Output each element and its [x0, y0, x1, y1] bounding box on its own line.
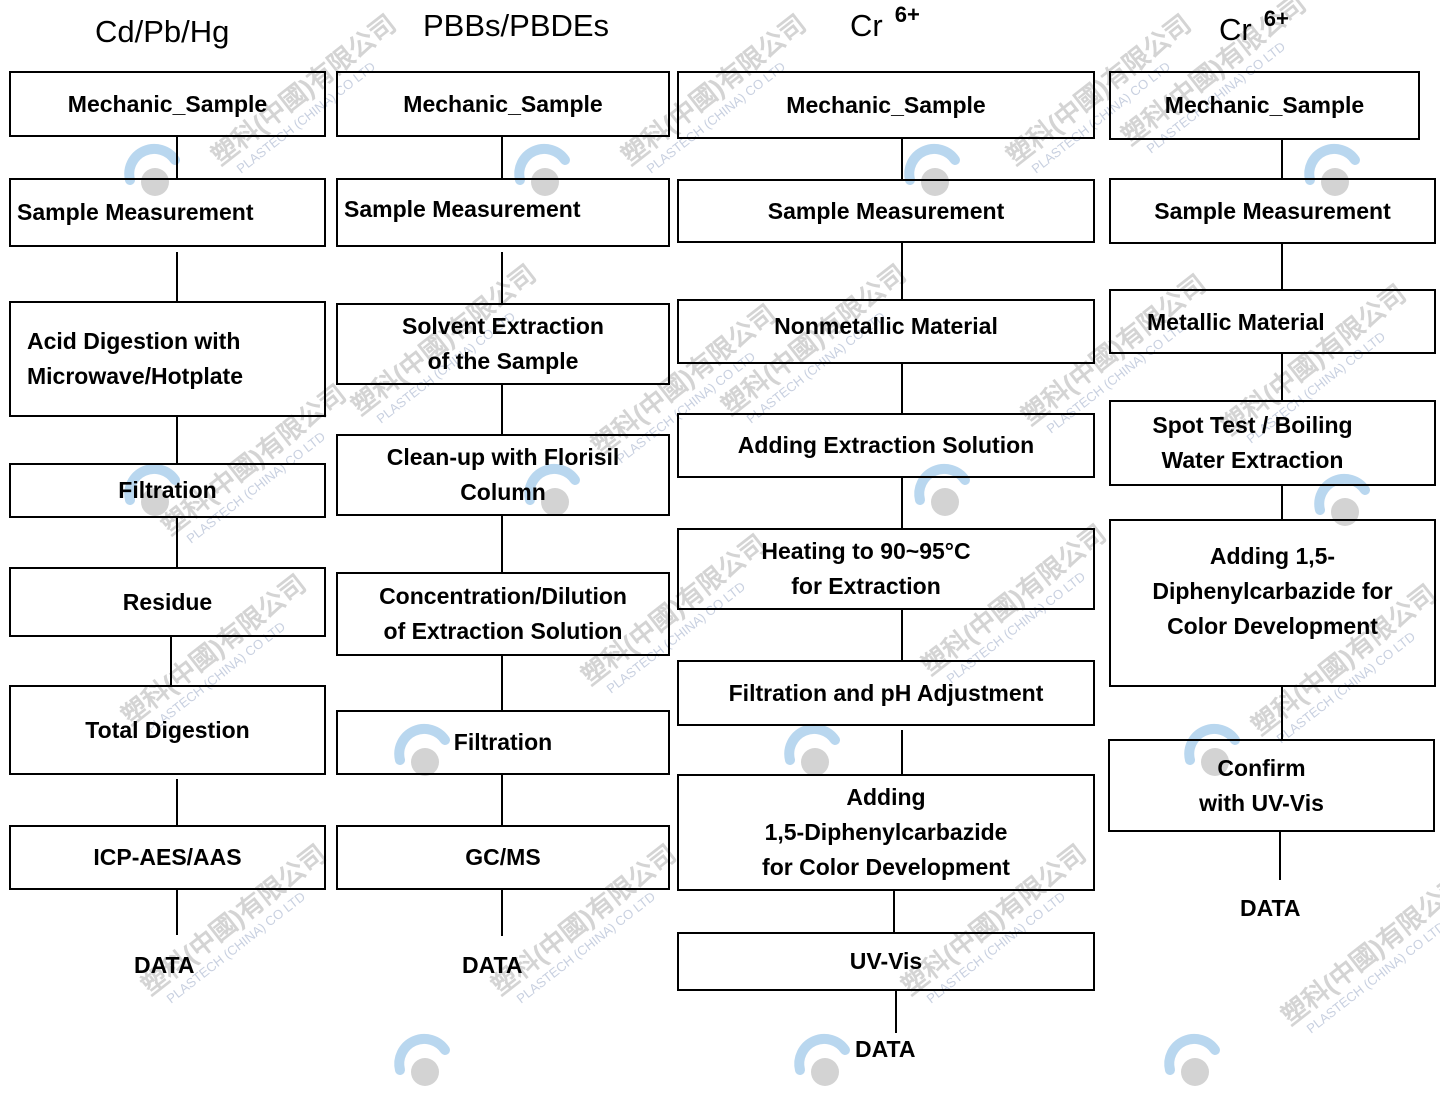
column-title-text: Cr: [850, 8, 883, 43]
connector-line: [1279, 832, 1281, 880]
data-output-label: DATA: [1240, 895, 1301, 921]
step-box: UV-Vis: [677, 932, 1095, 991]
watermark-subtext: PLASTECH (CHINA) CO LTD: [163, 888, 309, 1007]
connector-line: [1281, 486, 1283, 519]
connector-line: [501, 775, 503, 825]
connector-line: [501, 516, 503, 572]
column-title-cr6-metallic: Cr 6+: [1219, 6, 1289, 48]
watermark-logo-icon: [1160, 1030, 1230, 1105]
watermark-text: 塑科(中國)有限公司: [1275, 868, 1440, 1031]
connector-line: [501, 137, 503, 178]
connector-line: [170, 637, 172, 685]
connector-line: [901, 364, 903, 413]
step-box: Mechanic_Sample: [677, 71, 1095, 139]
step-box: Nonmetallic Material: [677, 299, 1095, 364]
step-box: Adding Extraction Solution: [677, 413, 1095, 478]
step-box: ICP-AES/AAS: [9, 825, 326, 890]
watermark-logo-icon: [790, 1030, 860, 1105]
watermark-subtext: PLASTECH (CHINA) CO LTD: [513, 888, 659, 1007]
step-box: Sample Measurement: [9, 178, 326, 247]
step-box: Heating to 90~95°C for Extraction: [677, 528, 1095, 610]
data-output-label: DATA: [462, 952, 523, 978]
connector-line: [893, 891, 895, 932]
connector-line: [501, 890, 503, 936]
step-box: Concentration/Dilution of Extraction Sol…: [336, 572, 670, 656]
column-title-cr6-nonmetallic: Cr 6+: [850, 2, 920, 44]
step-box: Solvent Extraction of the Sample: [336, 303, 670, 385]
connector-line: [176, 779, 178, 825]
connector-line: [901, 243, 903, 299]
connector-line: [901, 478, 903, 528]
connector-line: [176, 890, 178, 935]
connector-line: [176, 137, 178, 178]
connector-line: [1281, 354, 1283, 400]
step-box: Sample Measurement: [1109, 178, 1436, 244]
data-output-label: DATA: [855, 1036, 916, 1062]
step-box: Mechanic_Sample: [1109, 71, 1420, 140]
watermark-logo-icon: [390, 1030, 460, 1105]
column-title-superscript: 6+: [1263, 6, 1289, 31]
step-box: Filtration: [336, 710, 670, 775]
connector-line: [176, 518, 178, 567]
step-box: Metallic Material: [1109, 289, 1436, 354]
column-title-text: Cr: [1219, 12, 1252, 47]
column-title-superscript: 6+: [894, 2, 920, 27]
step-box: Clean-up with Florisil Column: [336, 434, 670, 516]
connector-line: [176, 252, 178, 301]
connector-line: [501, 252, 503, 303]
step-box: GC/MS: [336, 825, 670, 890]
step-box: Mechanic_Sample: [9, 71, 326, 137]
connector-line: [901, 730, 903, 774]
connector-line: [895, 991, 897, 1033]
step-box: Sample Measurement: [677, 179, 1095, 243]
data-output-label: DATA: [134, 952, 195, 978]
connector-line: [501, 385, 503, 434]
step-box: Spot Test / Boiling Water Extraction: [1109, 400, 1436, 486]
connector-line: [1281, 687, 1283, 739]
connector-line: [1281, 140, 1283, 178]
step-box: Filtration: [9, 463, 326, 518]
step-box: Adding 1,5- Diphenylcarbazide for Color …: [1109, 519, 1436, 687]
watermark-subtext: PLASTECH (CHINA) CO LTD: [1303, 918, 1440, 1037]
column-title-pbbs-pbdes: PBBs/PBDEs: [423, 8, 610, 43]
step-box: Confirm with UV-Vis: [1108, 739, 1435, 832]
column-title-cd-pb-hg: Cd/Pb/Hg: [95, 14, 230, 49]
connector-line: [901, 610, 903, 660]
connector-line: [1281, 244, 1283, 289]
connector-line: [901, 139, 903, 179]
step-box: Sample Measurement: [336, 178, 670, 247]
step-box: Total Digestion: [9, 685, 326, 775]
step-box: Filtration and pH Adjustment: [677, 660, 1095, 726]
step-box: Adding 1,5-Diphenylcarbazide for Color D…: [677, 774, 1095, 891]
step-box: Residue: [9, 567, 326, 637]
connector-line: [501, 656, 503, 710]
step-box: Mechanic_Sample: [336, 71, 670, 137]
connector-line: [176, 417, 178, 463]
step-box: Acid Digestion with Microwave/Hotplate: [9, 301, 326, 417]
